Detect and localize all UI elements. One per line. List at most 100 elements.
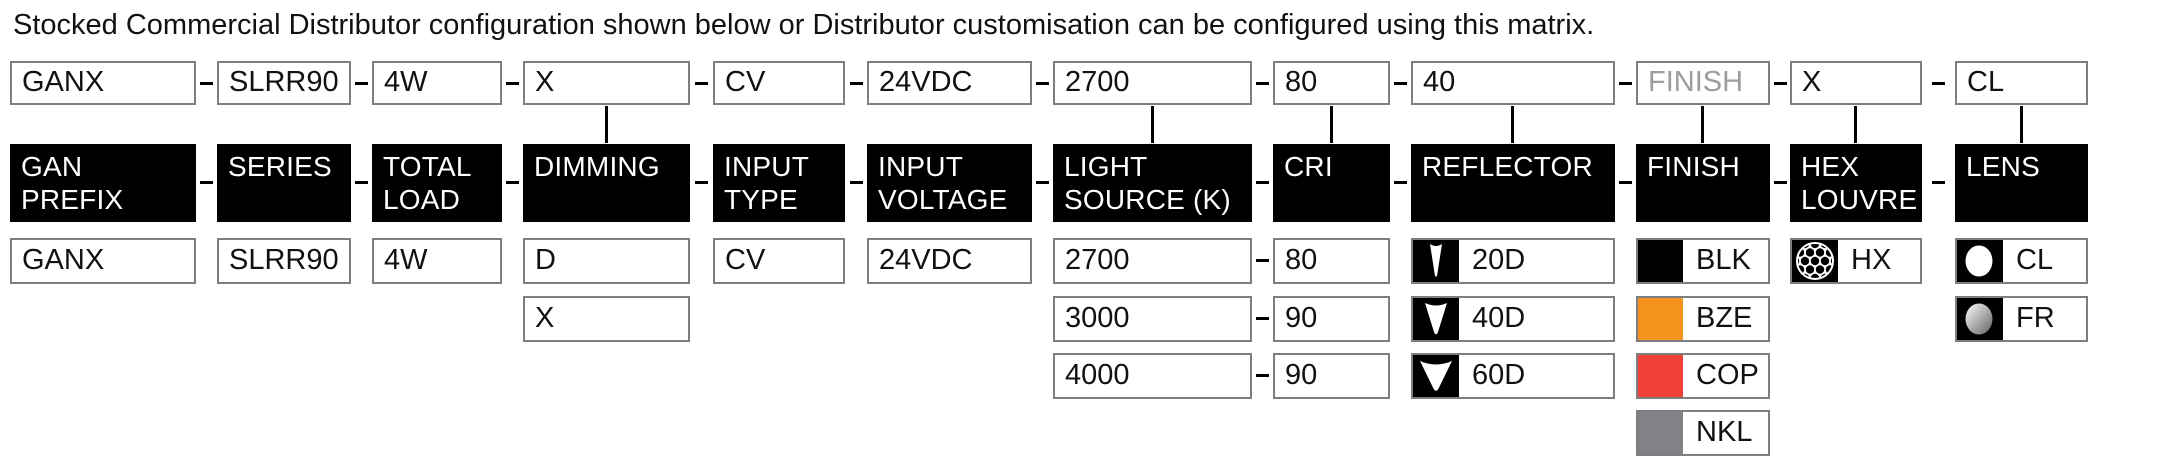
column-input-type: CV INPUT TYPE CV — [713, 0, 845, 467]
code-box-lens: CL — [1955, 61, 2088, 105]
connector-line — [2020, 106, 2023, 143]
header-dimming: DIMMING — [523, 144, 690, 222]
code-value-input-type: CV — [725, 66, 766, 98]
connector-line — [1330, 106, 1333, 143]
option-light-source-4000: 4000 — [1053, 353, 1252, 399]
header-input-voltage: INPUT VOLTAGE — [867, 144, 1032, 222]
connector-dash — [355, 181, 368, 184]
header-cri: CRI — [1273, 144, 1390, 222]
code-box-cri: 80 — [1273, 61, 1390, 105]
code-value-finish: FINISH — [1648, 66, 1744, 98]
header-light-source: LIGHT SOURCE (K) — [1053, 144, 1252, 222]
connector-dash — [200, 82, 213, 85]
option-cri-90b: 90 — [1273, 353, 1390, 399]
lens-frosted-icon — [1957, 298, 2003, 340]
option-total-load-4w: 4W — [372, 238, 502, 284]
connector-dash — [1036, 181, 1049, 184]
header-series: SERIES — [217, 144, 351, 222]
option-finish-nkl: NKL — [1636, 410, 1770, 456]
option-light-source-2700: 2700 — [1053, 238, 1252, 284]
option-hex-louvre-hx: HX — [1790, 238, 1922, 284]
option-dimming-x: X — [523, 296, 690, 342]
connector-dash — [695, 82, 708, 85]
column-gan-prefix: GANX GAN PREFIX GANX — [10, 0, 196, 467]
option-input-voltage-24vdc: 24VDC — [867, 238, 1032, 284]
connector-dash — [1932, 82, 1945, 85]
code-box-input-type: CV — [713, 61, 845, 105]
connector-dash — [1256, 259, 1269, 262]
option-finish-blk: BLK — [1636, 238, 1770, 284]
beam-60d-icon — [1413, 355, 1459, 397]
connector-line — [605, 106, 608, 143]
connector-dash — [1774, 181, 1787, 184]
option-light-source-3000: 3000 — [1053, 296, 1252, 342]
option-dimming-d: D — [523, 238, 690, 284]
connector-dash — [1774, 82, 1787, 85]
connector-dash — [355, 82, 368, 85]
code-value-input-voltage: 24VDC — [879, 66, 973, 98]
code-box-series: SLRR90 — [217, 61, 351, 105]
connector-line — [1701, 106, 1704, 143]
code-value-hex-louvre: X — [1802, 66, 1822, 98]
connector-dash — [1256, 82, 1269, 85]
option-reflector-60d: 60D — [1411, 353, 1615, 399]
option-series-slrr90: SLRR90 — [217, 238, 351, 284]
connector-dash — [850, 181, 863, 184]
finish-swatch-blk — [1638, 240, 1683, 282]
finish-swatch-bze — [1638, 298, 1683, 340]
code-box-light-source: 2700 — [1053, 61, 1252, 105]
beam-40d-icon — [1413, 298, 1459, 340]
code-value-reflector: 40 — [1423, 66, 1456, 98]
header-hex-louvre: HEX LOUVRE — [1790, 144, 1922, 222]
column-series: SLRR90 SERIES SLRR90 — [217, 0, 351, 467]
code-value-dimming: X — [535, 66, 555, 98]
option-reflector-20d: 20D — [1411, 238, 1615, 284]
page-title: Stocked Commercial Distributor configura… — [13, 9, 1595, 41]
option-cri-90a: 90 — [1273, 296, 1390, 342]
connector-dash — [200, 181, 213, 184]
connector-dash — [1256, 181, 1269, 184]
option-cri-80: 80 — [1273, 238, 1390, 284]
header-input-type: INPUT TYPE — [713, 144, 845, 222]
header-gan-prefix: GAN PREFIX — [10, 144, 196, 222]
beam-20d-icon — [1413, 240, 1459, 282]
option-gan-prefix-ganx: GANX — [10, 238, 196, 284]
connector-dash — [506, 82, 519, 85]
code-value-cri: 80 — [1285, 66, 1318, 98]
header-finish: FINISH — [1636, 144, 1770, 222]
column-total-load: 4W TOTAL LOAD 4W — [372, 0, 502, 467]
connector-dash — [1256, 317, 1269, 320]
column-dimming: X DIMMING D X — [523, 0, 690, 467]
finish-swatch-nkl — [1638, 412, 1683, 454]
column-cri: 80 CRI 80 90 90 — [1273, 0, 1390, 467]
connector-dash — [1394, 181, 1407, 184]
code-value-total-load: 4W — [384, 66, 428, 98]
connector-dash — [1394, 82, 1407, 85]
header-total-load: TOTAL LOAD — [372, 144, 502, 222]
code-box-input-voltage: 24VDC — [867, 61, 1032, 105]
option-finish-cop: COP — [1636, 353, 1770, 399]
column-input-voltage: 24VDC INPUT VOLTAGE 24VDC — [867, 0, 1032, 467]
code-box-gan-prefix: GANX — [10, 61, 196, 105]
header-lens: LENS — [1955, 144, 2088, 222]
connector-dash — [506, 181, 519, 184]
code-value-light-source: 2700 — [1065, 66, 1130, 98]
header-reflector: REFLECTOR — [1411, 144, 1615, 222]
finish-swatch-cop — [1638, 355, 1683, 397]
code-value-series: SLRR90 — [229, 66, 339, 98]
option-lens-fr: FR — [1955, 296, 2088, 342]
column-finish: FINISH FINISH BLK BZE COP NKL — [1636, 0, 1770, 467]
connector-dash — [695, 181, 708, 184]
code-value-gan-prefix: GANX — [22, 66, 105, 98]
connector-dash — [1619, 82, 1632, 85]
code-box-reflector: 40 — [1411, 61, 1615, 105]
code-box-dimming: X — [523, 61, 690, 105]
connector-line — [1511, 106, 1514, 143]
connector-dash — [1619, 181, 1632, 184]
option-reflector-40d: 40D — [1411, 296, 1615, 342]
option-finish-bze: BZE — [1636, 296, 1770, 342]
hex-louvre-icon — [1792, 240, 1838, 282]
code-value-lens: CL — [1967, 66, 2005, 98]
option-input-type-cv: CV — [713, 238, 845, 284]
